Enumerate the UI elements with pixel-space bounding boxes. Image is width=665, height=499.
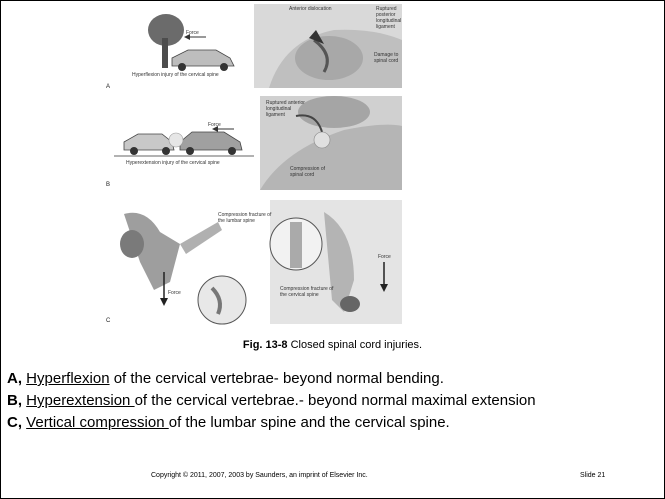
text-line-a: A, Hyperflexion of the cervical vertebra… [7,370,444,387]
panel-c-falling-figure [120,213,246,324]
panel-c-callout-lumbar: Compression fracture of the lumbar spine [218,212,274,224]
copyright-notice: Copyright © 2011, 2007, 2003 by Saunders… [151,472,368,479]
line-a-term: Hyperflexion [26,370,109,387]
line-b-rest: of the cervical vertebrae.- beyond norma… [135,392,536,409]
panel-c-force-right: Force [378,254,391,260]
panel-c-diving-figure [270,200,402,324]
line-a-rest: of the cervical vertebrae- beyond normal… [110,370,444,387]
line-b-term: Hyperextension [26,392,134,409]
panel-a-car-scene [148,14,234,71]
panel-b-injury-label: Hyperextension injury of the cervical sp… [126,160,220,166]
panel-b-car-scene [114,126,254,156]
slide-number: Slide 21 [580,472,605,479]
caption-prefix: Fig. 13-8 [243,339,288,351]
panel-c-callout-cervical: Compression fracture of the cervical spi… [280,286,338,298]
line-a-lead: A, [7,370,26,387]
panel-a-force-label: Force [186,30,199,36]
panel-a-callout-ligament: Ruptured posterior longitudinal ligament [376,6,416,30]
text-line-c: C, Vertical compression of the lumbar sp… [7,414,450,431]
panel-a-injury-label: Hyperflexion injury of the cervical spin… [132,72,219,78]
panel-a-label: A [106,84,110,90]
panel-b-label: B [106,182,110,188]
figure-13-8: A Force Hyperflexion injury of the cervi… [84,0,420,330]
line-c-term: Vertical compression [26,414,169,431]
line-b-lead: B, [7,392,26,409]
panel-b-callout-ligament: Ruptured anterior longitudinal ligament [266,100,306,118]
line-c-rest: of the lumbar spine and the cervical spi… [169,414,450,431]
line-c-lead: C, [7,414,26,431]
panel-a-callout-dislocation: Anterior dislocation [289,6,332,12]
text-line-b: B, Hyperextension of the cervical verteb… [7,392,536,409]
panel-c-label: C [106,318,110,324]
caption-text: Closed spinal cord injuries. [288,339,423,351]
figure-caption: Fig. 13-8 Closed spinal cord injuries. [0,339,665,351]
panel-a-callout-cord-damage: Damage to spinal cord [374,52,412,64]
panel-b-callout-cord: Compression of spinal cord [290,166,334,178]
panel-c-force-left: Force [168,290,181,296]
panel-b-force-label: Force [208,122,221,128]
